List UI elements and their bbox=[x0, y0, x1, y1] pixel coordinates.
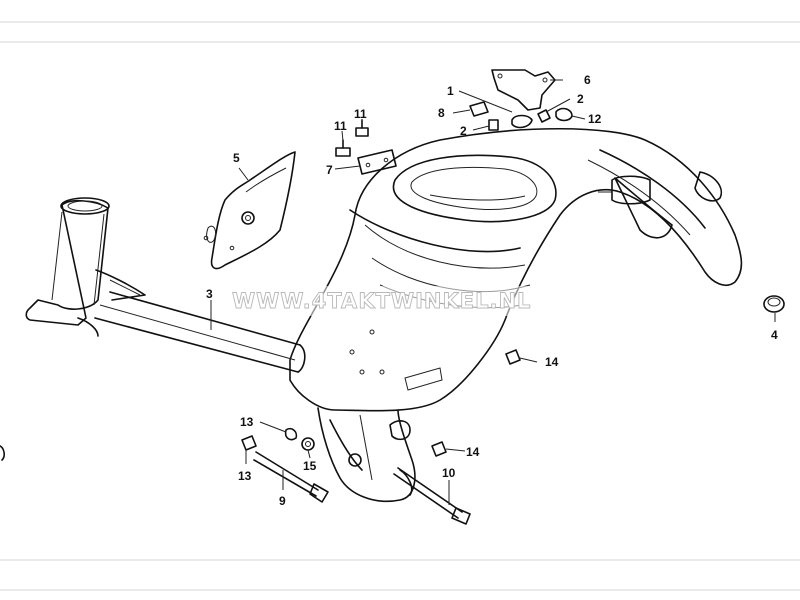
bolt-part-10 bbox=[393, 467, 471, 525]
callout-13b: 13 bbox=[238, 469, 252, 483]
callout-7: 7 bbox=[326, 163, 333, 177]
callout-5: 5 bbox=[233, 151, 240, 165]
main-frame bbox=[289, 128, 743, 502]
callout-2b: 2 bbox=[577, 92, 584, 106]
cap-part-4 bbox=[763, 295, 785, 313]
callout-11b: 11 bbox=[354, 107, 367, 121]
small-hardware bbox=[241, 349, 521, 457]
callout-6: 6 bbox=[584, 73, 591, 87]
callout-11a: 11 bbox=[334, 119, 347, 133]
callout-3: 3 bbox=[206, 287, 213, 301]
callout-2a: 2 bbox=[460, 124, 467, 138]
callout-13a: 13 bbox=[240, 415, 254, 429]
callout-15: 15 bbox=[303, 459, 317, 473]
watermark-text: WWW.4TAKTWINKEL.NL bbox=[232, 289, 531, 313]
leader-lines bbox=[210, 79, 776, 505]
background-table-lines bbox=[0, 21, 800, 591]
callout-8: 8 bbox=[438, 106, 445, 120]
down-tube bbox=[94, 291, 306, 373]
bracket-part-5 bbox=[203, 151, 296, 270]
callout-10: 10 bbox=[442, 466, 456, 480]
switch-cluster-parts bbox=[469, 69, 573, 131]
callout-12: 12 bbox=[588, 112, 602, 126]
bolts-part-11 bbox=[335, 119, 369, 157]
edge-fragment bbox=[0, 445, 5, 461]
head-pipe bbox=[25, 197, 146, 337]
callout-1: 1 bbox=[447, 84, 454, 98]
callout-labels: 1 2 2 3 4 5 6 7 8 9 10 11 11 12 13 13 14… bbox=[206, 73, 778, 508]
watermark-band: WWW.4TAKTWINKEL.NL bbox=[225, 286, 570, 316]
callout-4: 4 bbox=[771, 328, 778, 342]
plate-part-7 bbox=[357, 149, 397, 175]
callout-14b: 14 bbox=[466, 445, 480, 459]
bolt-part-9 bbox=[253, 451, 329, 503]
callout-9: 9 bbox=[279, 494, 286, 508]
callout-14a: 14 bbox=[545, 355, 559, 369]
